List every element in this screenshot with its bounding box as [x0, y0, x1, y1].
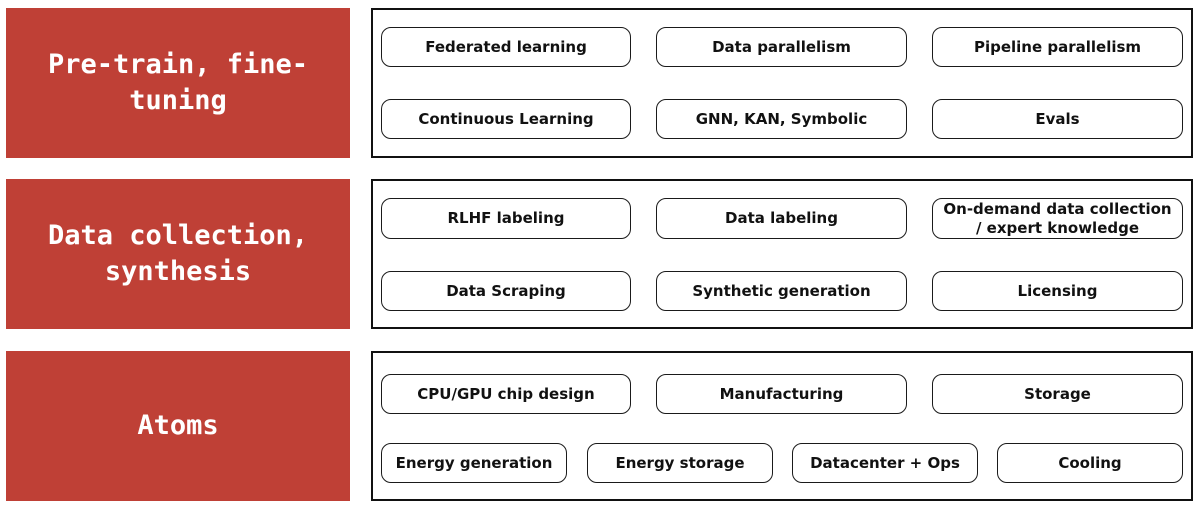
node-federated-learning: Federated learning [381, 27, 631, 67]
node-data-parallelism: Data parallelism [656, 27, 907, 67]
node-energy-generation: Energy generation [381, 443, 567, 483]
node-data-labeling: Data labeling [656, 198, 907, 239]
node-storage: Storage [932, 374, 1183, 414]
node-synthetic-generation: Synthetic generation [656, 271, 907, 311]
node-licensing: Licensing [932, 271, 1183, 311]
node-manufacturing: Manufacturing [656, 374, 907, 414]
layer-label-atoms: Atoms [6, 351, 350, 501]
node-datacenter-ops: Datacenter + Ops [792, 443, 978, 483]
node-data-scraping: Data Scraping [381, 271, 631, 311]
node-evals: Evals [932, 99, 1183, 139]
layer-label-pretrain: Pre-train, fine-tuning [6, 8, 350, 158]
node-rlhf-labeling: RLHF labeling [381, 198, 631, 239]
node-pipeline-parallelism: Pipeline parallelism [932, 27, 1183, 67]
node-cooling: Cooling [997, 443, 1183, 483]
layer-label-data: Data collection, synthesis [6, 179, 350, 329]
node-continuous-learning: Continuous Learning [381, 99, 631, 139]
node-on-demand-data-collection: On-demand data collection / expert knowl… [932, 198, 1183, 239]
node-gnn-kan-symbolic: GNN, KAN, Symbolic [656, 99, 907, 139]
node-energy-storage: Energy storage [587, 443, 773, 483]
node-chip-design: CPU/GPU chip design [381, 374, 631, 414]
